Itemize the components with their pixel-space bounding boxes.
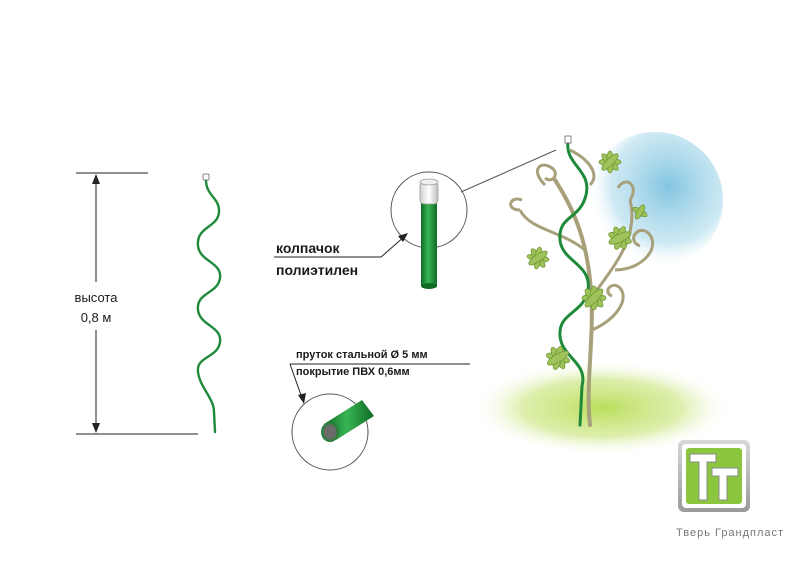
sky-circle xyxy=(587,132,723,268)
height-label-caption: высота xyxy=(74,290,118,305)
leaf-cluster xyxy=(526,150,648,371)
rod-callout-leader xyxy=(289,363,470,404)
rod-section-magnifier xyxy=(291,393,374,471)
height-label-value: 0,8 м xyxy=(80,310,112,325)
steel-core-icon xyxy=(323,424,337,440)
cap-label-line1: колпачок xyxy=(276,240,340,256)
spiral-cap-icon xyxy=(202,173,210,181)
rod-label-line2: покрытие ПВХ 0,6мм xyxy=(296,366,410,378)
height-label: высота 0,8 м xyxy=(60,288,132,328)
plant-illustration xyxy=(470,132,734,456)
cap-callout-leader xyxy=(274,233,408,258)
spiral-support xyxy=(196,173,222,434)
tg-logo-icon xyxy=(678,440,750,512)
brand-name: Тверь Грандпласт xyxy=(676,527,785,539)
cap-magnifier xyxy=(390,171,468,289)
zoom-connector-line xyxy=(460,149,557,193)
lawn-patch xyxy=(470,360,734,456)
rod-label-line1: пруток стальной Ø 5 мм xyxy=(296,349,428,361)
cap-label-line2: полиэтилен xyxy=(276,262,359,278)
height-dimension xyxy=(76,172,198,435)
